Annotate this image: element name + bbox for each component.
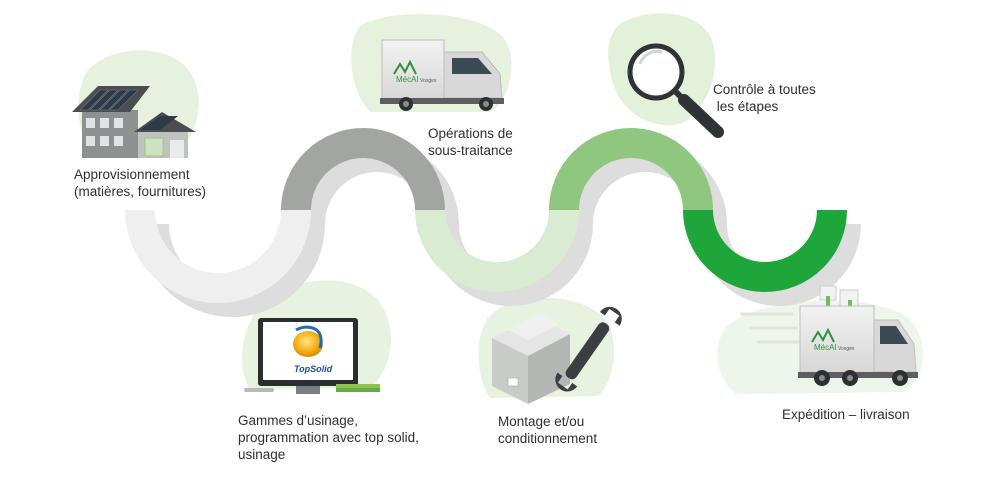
path-segment-pale-green bbox=[415, 209, 579, 292]
computer-topsolid-icon: TopSolid bbox=[244, 318, 380, 394]
path-segment-start bbox=[125, 209, 311, 303]
label-line: Montage et/ou bbox=[498, 414, 585, 429]
label-line: Gammes d’usinage, bbox=[238, 413, 359, 428]
delivery-truck-logo: MécAl bbox=[814, 343, 836, 352]
label-approvisionnement: Approvisionnement (matières, fournitures… bbox=[74, 166, 206, 200]
label-line: Expédition – livraison bbox=[782, 407, 910, 422]
software-logo: TopSolid bbox=[294, 364, 333, 374]
label-sous-traitance: Opérations de sous-traitance bbox=[428, 125, 513, 159]
label-line: conditionnement bbox=[498, 431, 598, 446]
label-line: programmation avec top solid, bbox=[238, 430, 419, 445]
label-gammes: Gammes d’usinage, programmation avec top… bbox=[238, 412, 419, 463]
process-path bbox=[125, 128, 861, 317]
truck-logo-sub: Vosges bbox=[420, 78, 437, 84]
truck-icon: MécAl Vosges bbox=[380, 39, 504, 111]
label-line: Approvisionnement bbox=[74, 167, 190, 182]
box-wrench-icon bbox=[492, 306, 622, 404]
delivery-truck-icon: MécAl Vosges bbox=[740, 285, 918, 386]
truck-logo: MécAl bbox=[396, 75, 418, 84]
label-line: sous-traitance bbox=[428, 143, 513, 158]
label-expedition: Expédition – livraison bbox=[782, 406, 910, 423]
label-line: les étapes bbox=[713, 99, 779, 114]
label-montage: Montage et/ou conditionnement bbox=[498, 413, 597, 447]
path-segment-green bbox=[683, 209, 847, 292]
path-segment-mid-green bbox=[549, 128, 713, 211]
delivery-truck-logo-sub: Vosges bbox=[838, 346, 855, 352]
magnifier-icon bbox=[627, 43, 724, 138]
label-line: (matières, fournitures) bbox=[74, 184, 207, 199]
house-solar-icon bbox=[72, 86, 196, 158]
label-line: usinage bbox=[238, 447, 286, 462]
label-line: Opérations de bbox=[428, 126, 513, 141]
path-segment-gray bbox=[281, 128, 445, 211]
label-controle: Contrôle à toutes les étapes bbox=[713, 81, 816, 115]
label-line: Contrôle à toutes bbox=[713, 82, 816, 97]
